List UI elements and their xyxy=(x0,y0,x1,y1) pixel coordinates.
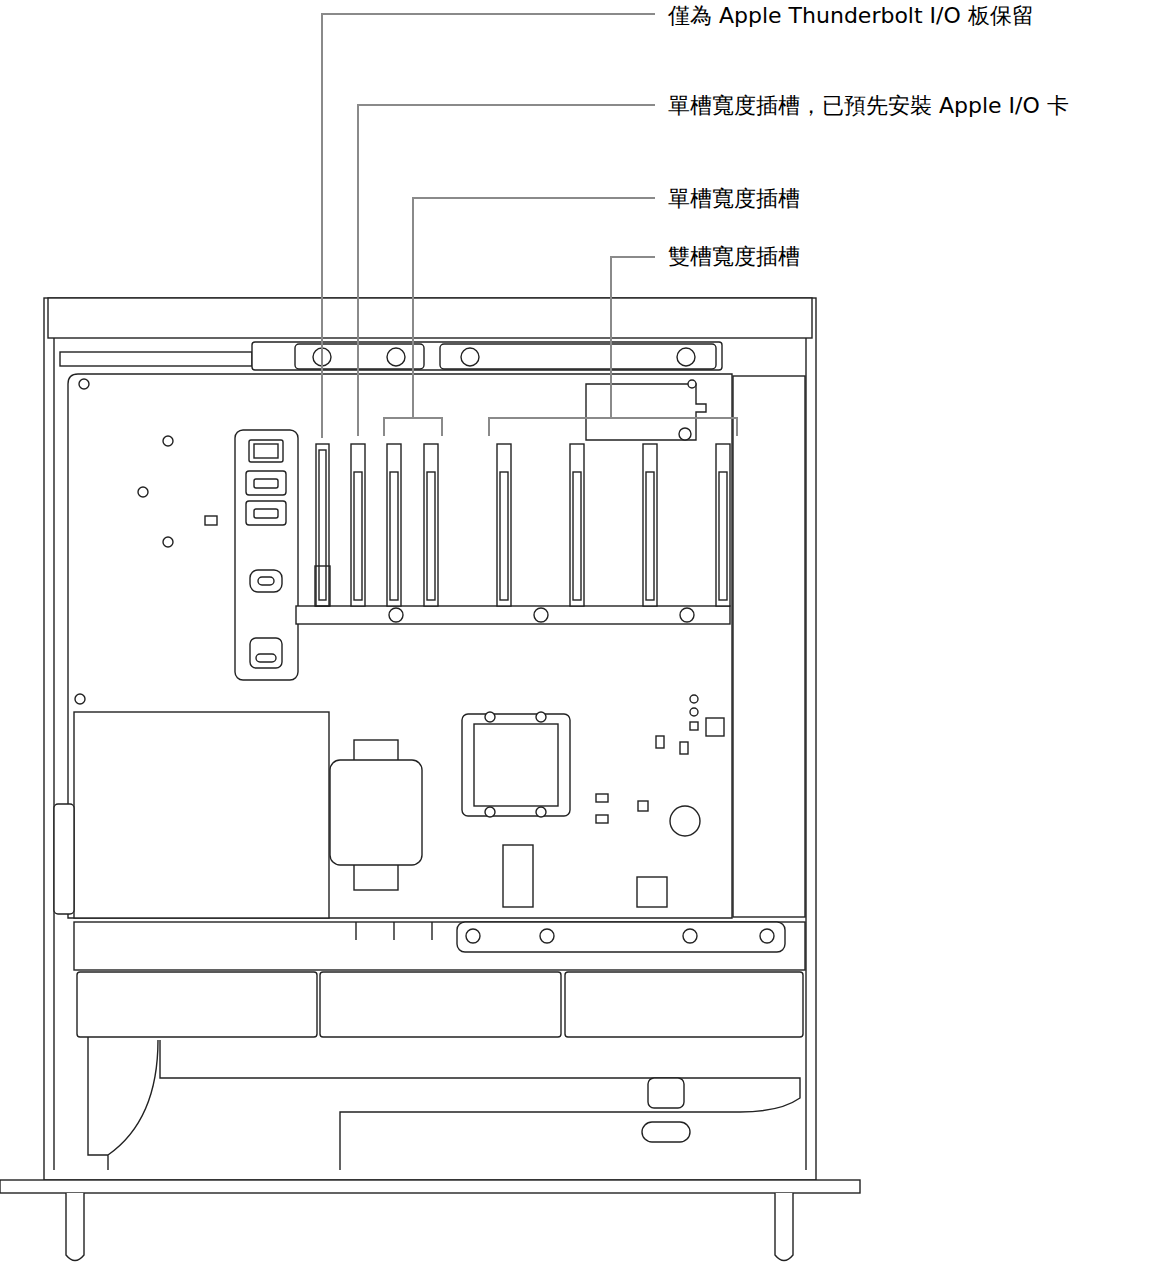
pcie-slots xyxy=(315,444,730,606)
power-supply xyxy=(74,712,329,918)
callout-label: 僅為 Apple Thunderbolt I/O 板保留 xyxy=(668,3,1034,29)
callout-label: 雙槽寬度插槽 xyxy=(668,244,800,270)
callout-label: 單槽寬度插槽，已預先安裝 Apple I/O 卡 xyxy=(668,93,1069,119)
base xyxy=(0,1180,860,1193)
battery xyxy=(670,806,700,836)
leader-lines xyxy=(322,14,737,438)
logic-board xyxy=(68,374,732,918)
top-lid xyxy=(48,298,812,338)
slot-bar xyxy=(296,606,730,624)
callout-label: 單槽寬度插槽 xyxy=(668,186,800,212)
io-panel xyxy=(235,430,298,680)
bottom-bar xyxy=(74,922,805,970)
case-outline xyxy=(44,298,816,1180)
cpu-socket xyxy=(462,714,570,816)
